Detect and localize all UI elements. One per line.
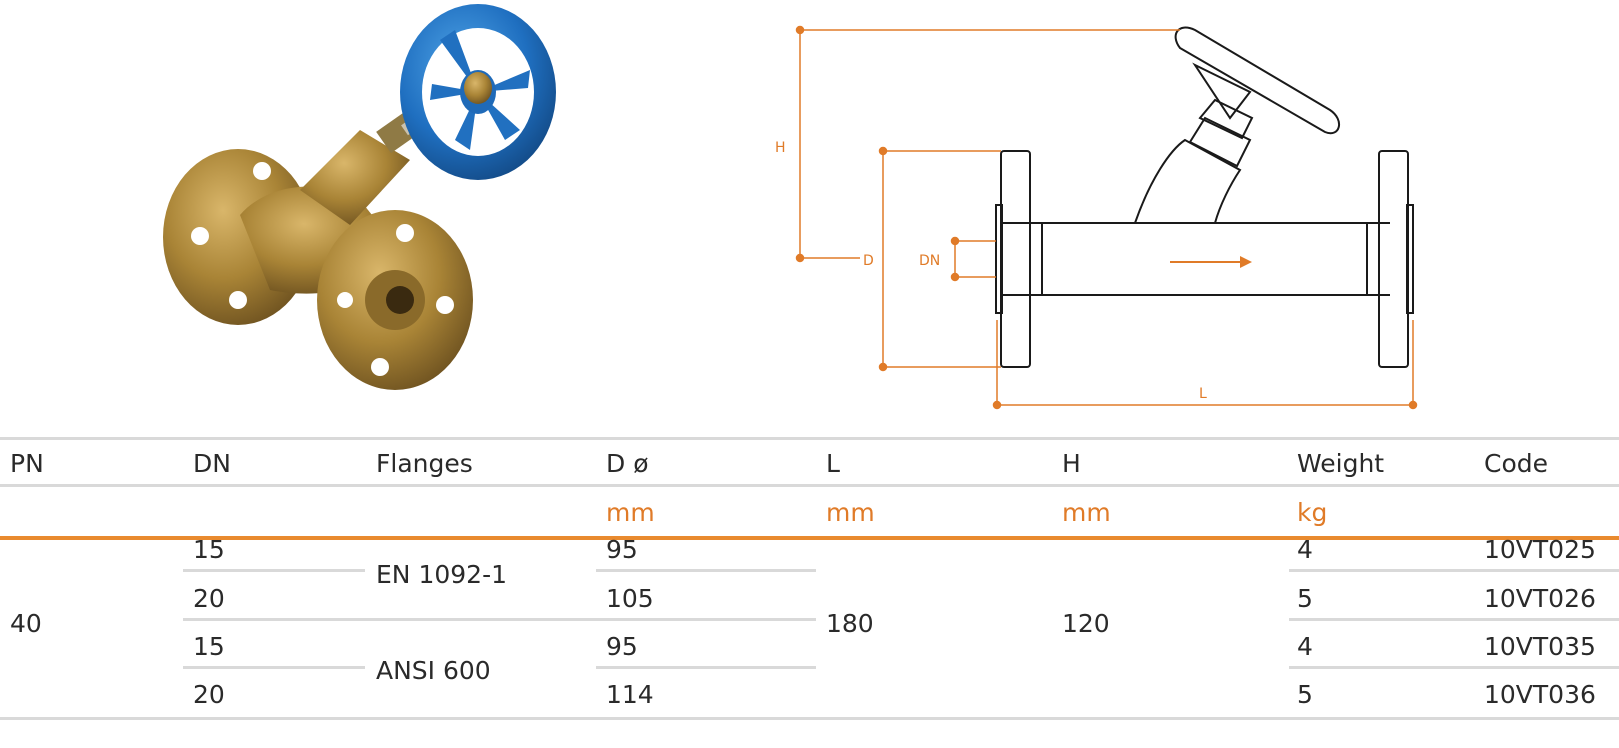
header-dn: DN bbox=[193, 449, 231, 478]
header-flanges: Flanges bbox=[376, 449, 473, 478]
table-row-3-d: 95 bbox=[606, 632, 638, 661]
dim-label-d: D bbox=[863, 253, 874, 269]
dim-label-dn: DN bbox=[919, 253, 940, 269]
table-row-3-code: 10VT035 bbox=[1484, 632, 1596, 661]
right-flange-outline bbox=[1378, 150, 1409, 368]
table-row-2-code: 10VT026 bbox=[1484, 584, 1596, 613]
left-flange-outline bbox=[1000, 150, 1031, 368]
table-row-4-weight: 5 bbox=[1297, 680, 1313, 709]
table-row-4-code: 10VT036 bbox=[1484, 680, 1596, 709]
bonnet-outline bbox=[1134, 138, 1242, 224]
unit-weight: kg bbox=[1297, 498, 1328, 527]
header-d: D ø bbox=[606, 449, 649, 478]
cell-h: 120 bbox=[1062, 609, 1110, 638]
header-pn: PN bbox=[10, 449, 44, 478]
table-row-4-dn: 20 bbox=[193, 680, 225, 709]
header-weight: Weight bbox=[1297, 449, 1385, 478]
valve-product-photo bbox=[163, 4, 556, 390]
unit-l: mm bbox=[826, 498, 875, 527]
unit-h: mm bbox=[1062, 498, 1111, 527]
unit-d: mm bbox=[606, 498, 655, 527]
dimension-drawing: H D DN L bbox=[775, 25, 1418, 410]
table-row-2-dn: 20 bbox=[193, 584, 225, 613]
header-l: L bbox=[826, 449, 840, 478]
table-row-1-code: 10VT025 bbox=[1484, 535, 1596, 564]
table-row-2-d: 105 bbox=[606, 584, 654, 613]
cell-flanges-ansi: ANSI 600 bbox=[376, 656, 491, 685]
header-h: H bbox=[1062, 449, 1081, 478]
flow-arrow-icon bbox=[1170, 256, 1252, 268]
header-code: Code bbox=[1484, 449, 1549, 478]
table-row-1-weight: 4 bbox=[1297, 535, 1313, 564]
table-row-3-dn: 15 bbox=[193, 632, 225, 661]
pipe-body bbox=[1003, 222, 1390, 296]
cell-l: 180 bbox=[826, 609, 874, 638]
table-row-2-weight: 5 bbox=[1297, 584, 1313, 613]
table-row-4-d: 114 bbox=[606, 680, 654, 709]
cell-pn: 40 bbox=[10, 609, 42, 638]
handwheel bbox=[400, 4, 556, 180]
table-row-3-weight: 4 bbox=[1297, 632, 1313, 661]
dim-label-h: H bbox=[775, 140, 786, 156]
table-row-1-d: 95 bbox=[606, 535, 638, 564]
handwheel-outline bbox=[1174, 26, 1340, 135]
dim-label-l: L bbox=[1199, 386, 1207, 402]
valve-bonnet bbox=[300, 130, 410, 225]
cell-flanges-en: EN 1092-1 bbox=[376, 560, 507, 589]
spec-table: PN DN Flanges D ø L H Weight Code mm mm … bbox=[0, 426, 1619, 748]
table-row-1-dn: 15 bbox=[193, 535, 225, 564]
